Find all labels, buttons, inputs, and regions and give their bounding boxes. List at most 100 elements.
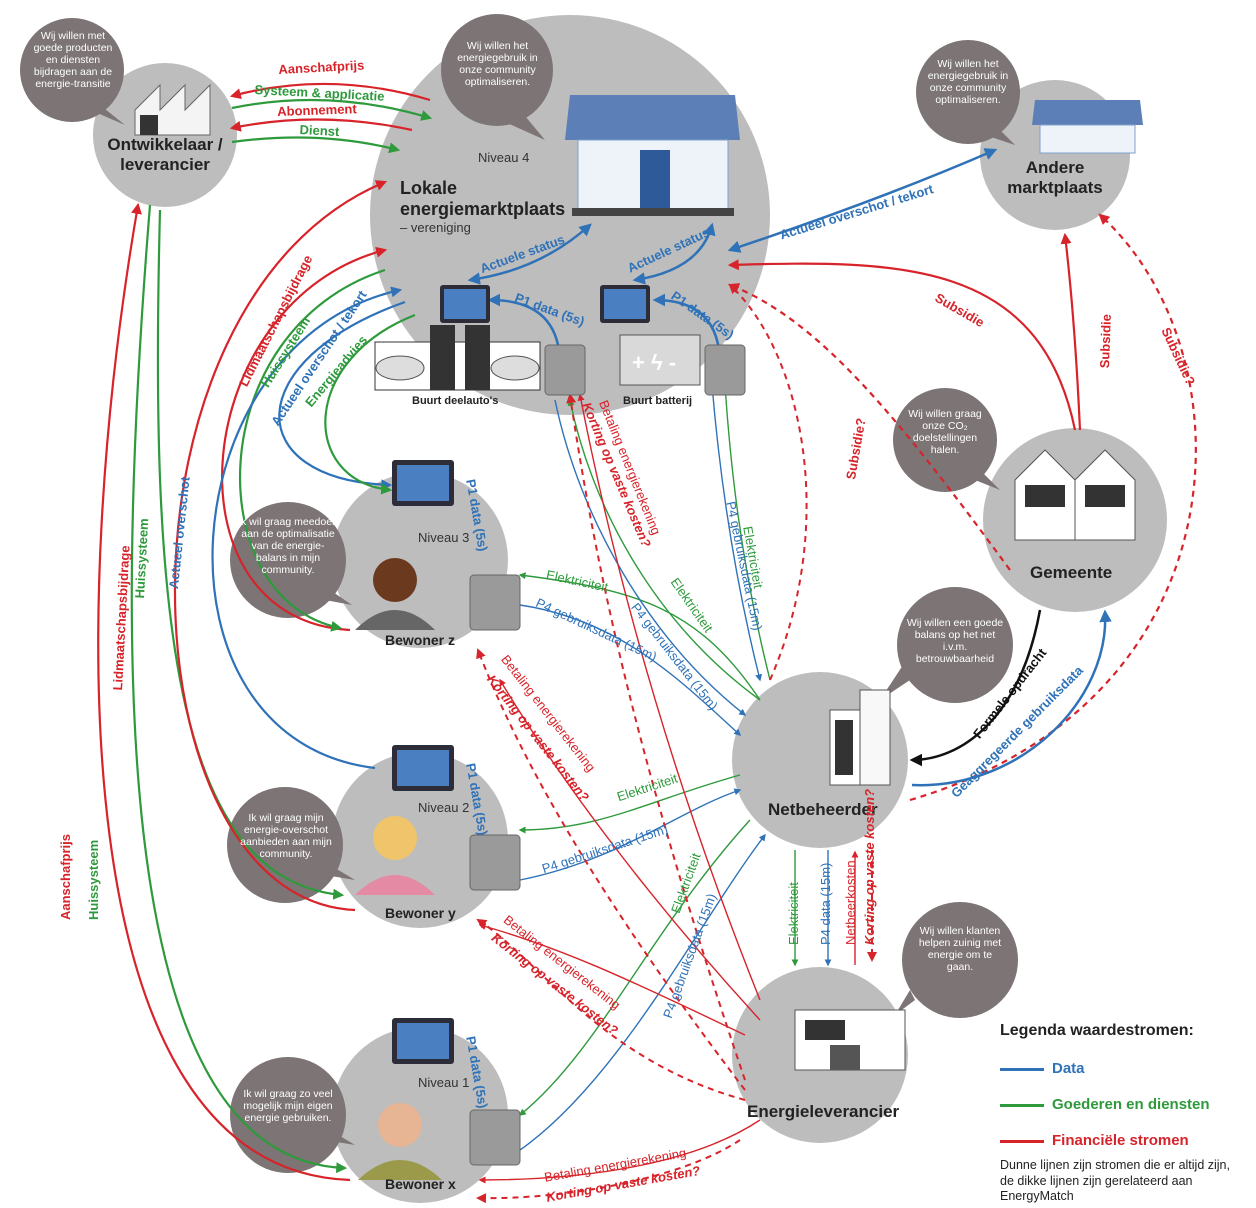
arrow-elec-battery	[721, 383, 771, 681]
flow-home-system-vertical: Huissysteem	[86, 839, 101, 920]
legend-data: Data	[1052, 1060, 1085, 1077]
arrow-elec-y	[518, 774, 741, 834]
level-4-label: Niveau 4	[478, 150, 530, 165]
bubble-developer	[20, 18, 124, 122]
legend-finance-swatch	[1000, 1140, 1044, 1143]
bubble-resident-z-text: Ik wil graag meedoen aan de optimalisati…	[238, 516, 338, 577]
resident-z-title: Bewoner z	[385, 632, 456, 648]
arrow-aggregated	[911, 609, 1112, 787]
market-stall-icon	[565, 95, 740, 216]
arrow-billing-x	[478, 1119, 761, 1184]
svg-text:+ ϟ -: + ϟ -	[632, 350, 676, 375]
other-market-title: Andere marktplaats	[1007, 158, 1103, 197]
car-share-icon	[374, 325, 541, 391]
legend-finance: Financiële stromen	[1052, 1132, 1189, 1149]
supplier-title: Energieleverancier	[747, 1102, 900, 1121]
arrow-status-1	[467, 223, 592, 285]
arrow-discount-z	[476, 648, 746, 1091]
houses-icon	[1014, 449, 1136, 541]
flow-subsidy-other: Subsidie	[1097, 313, 1114, 369]
arrow-p4-z	[519, 604, 742, 736]
arrow-red-outer	[97, 202, 351, 1182]
arrow-discount-y	[476, 918, 746, 1101]
arrow-formal-order	[909, 609, 1042, 767]
bubble-resident-y-text: Ik wil graag mijn energie-overschot aanb…	[240, 812, 332, 861]
resident-y-title: Bewoner y	[385, 905, 456, 921]
car-share-label: Buurt deelauto's	[412, 395, 499, 407]
bubble-supplier	[902, 902, 1018, 1018]
bubble-resident-x	[230, 1057, 346, 1173]
level-1-label: Niveau 1	[418, 1075, 470, 1090]
arrow-grid-market-dash	[728, 283, 808, 681]
battery-icon: + ϟ -	[619, 334, 701, 386]
legend-title: Legenda waardestromen:	[1000, 1022, 1194, 1039]
arrow-elec-x	[518, 819, 751, 1116]
arrow-blue-surplus-z	[278, 300, 406, 491]
flow-discount-grid: Korting op vaste kosten?	[862, 788, 877, 945]
arrow-p4-battery	[711, 384, 763, 682]
bubble-developer-text: Wij willen met goede producten en dienst…	[33, 30, 113, 91]
arrow-other-market	[727, 148, 998, 253]
arrow-subsidy-q-market	[727, 283, 1011, 571]
legend-data-swatch	[1000, 1068, 1044, 1071]
arrow-green-advice	[324, 313, 416, 495]
legend-note: Dunne lijnen zijn stromen die er altijd …	[1000, 1158, 1230, 1204]
flow-grid-costs: Netbeerkosten	[843, 860, 858, 945]
bubble-resident-x-text: Ik wil graag zo veel mogelijk mijn eigen…	[243, 1088, 333, 1125]
arrow-green-outer	[130, 204, 348, 1174]
arrow-red-membership	[173, 180, 388, 912]
municipality-title: Gemeente	[1030, 563, 1113, 582]
arrow-service	[231, 136, 401, 154]
arrow-blue-surplus	[211, 286, 403, 770]
arrow-elec-car	[567, 398, 761, 701]
flow-p4-supplier: P4 data (15m)	[818, 862, 833, 945]
arrow-purchase-price	[229, 82, 431, 102]
bubble-marketplace	[441, 14, 553, 126]
bubble-other-market	[916, 40, 1020, 144]
arrow-red-membership-2	[221, 246, 388, 632]
resident-avatars	[355, 558, 442, 1180]
bubble-grid	[897, 587, 1013, 703]
speech-bubbles	[20, 14, 1020, 1173]
grid-building-icon	[829, 689, 891, 786]
grid-title: Netbeheerder	[768, 800, 878, 819]
arrow-status-2	[632, 222, 716, 285]
arrow-subsidy	[727, 259, 1077, 431]
bubble-marketplace-text: Wij willen het energiegebruik in onze co…	[457, 40, 538, 89]
resident-x-title: Bewoner x	[385, 1176, 456, 1192]
marketplace-subtitle: – vereniging	[400, 220, 471, 235]
bubble-other-market-text: Wij willen het energiegebruik in onze co…	[927, 58, 1009, 107]
arrow-subsidy-other	[1060, 232, 1082, 431]
arrow-billing-z	[499, 678, 761, 1021]
flow-elec-supplier: Elektriciteit	[786, 882, 801, 945]
legend-goods: Goederen en diensten	[1052, 1096, 1210, 1113]
arrow-discount-car	[566, 393, 746, 1081]
arrow-p4-y	[519, 788, 742, 881]
flow-service: Dienst	[299, 122, 340, 140]
marketplace-title: Lokale energiemarktplaats	[400, 178, 566, 219]
arrow-billing-car	[577, 393, 761, 1001]
arrow-p4-x	[519, 833, 766, 1151]
developer-title: Ontwikkelaar / leverancier	[107, 135, 223, 174]
battery-label: Buurt batterij	[623, 395, 693, 407]
resident-x-node	[332, 1027, 508, 1203]
arrow-elec-z	[518, 572, 761, 701]
thermostat-icons	[392, 285, 650, 1064]
arrow-system-app	[231, 98, 433, 121]
factory-icon	[134, 83, 211, 136]
flow-subscription: Abonnement	[277, 101, 357, 119]
bubble-grid-text: Wij willen een goede balans op het net i…	[906, 617, 1004, 666]
arrow-green-house	[239, 268, 386, 632]
meter-icons	[469, 344, 746, 1166]
other-market-stall-icon	[1032, 100, 1143, 154]
arrow-subscription	[229, 118, 413, 132]
arrow-billing-y	[478, 923, 746, 1036]
arrow-p4-car	[554, 399, 747, 716]
level-2-label: Niveau 2	[418, 800, 470, 815]
bubble-municipality	[893, 388, 997, 492]
level-3-label: Niveau 3	[418, 530, 470, 545]
flow-purchase-price-vertical: Aanschafprijs	[58, 834, 73, 920]
bubble-municipality-text: Wij willen graag onze CO₂ doelstellingen…	[908, 408, 982, 457]
